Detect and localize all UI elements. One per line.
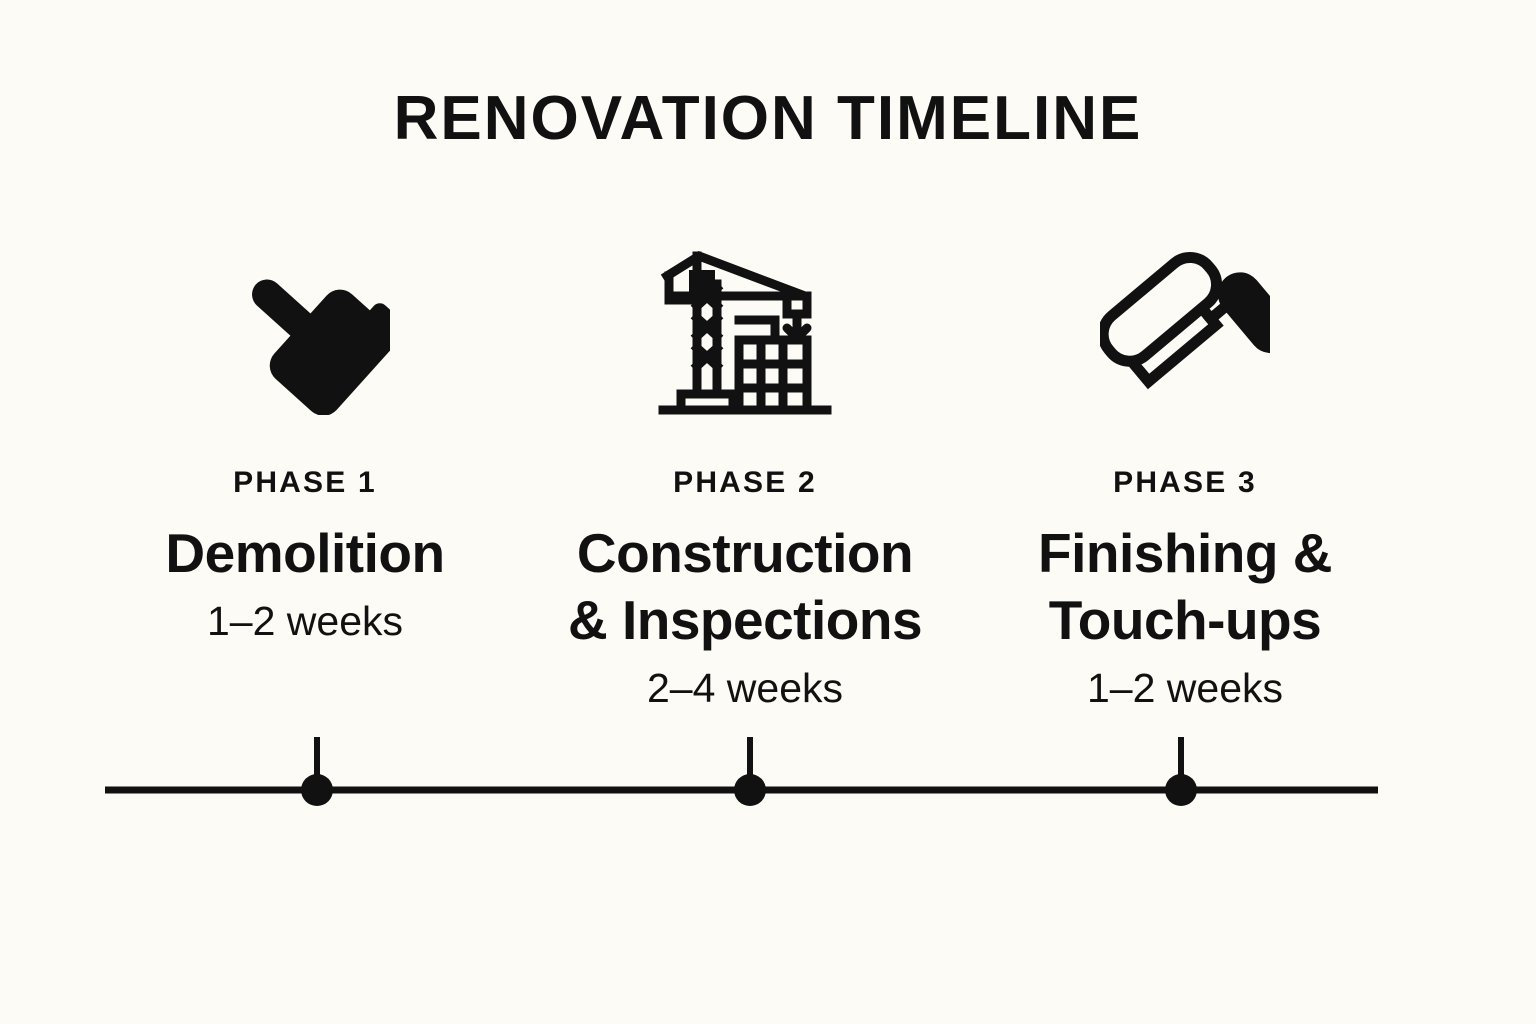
phase-duration-1: 1–2 weeks (206, 598, 403, 645)
phase-label-2: PHASE 2 (673, 466, 817, 499)
phase-list: PHASE 1 Demolition 1–2 weeks (105, 236, 1385, 711)
phase-duration-2: 2–4 weeks (646, 665, 843, 712)
phase-title-line-2: Touch-ups (1048, 589, 1322, 652)
phase-label-3: PHASE 3 (1113, 466, 1257, 499)
marker-phase-3[interactable] (1165, 774, 1197, 806)
phase-title-line-1: Construction (576, 522, 914, 584)
phase-title-line-1: Finishing & (1038, 522, 1332, 584)
page-title: RENOVATION TIMELINE (393, 84, 1143, 153)
phase-card-1: PHASE 1 Demolition 1–2 weeks (105, 236, 505, 644)
phase-card-3: PHASE 3 Finishing & Touch-ups 1–2 weeks (985, 236, 1385, 711)
phase-card-2: PHASE 2 Construction & Inspections 2–4 w… (545, 236, 945, 711)
construction-crane-icon (650, 240, 840, 420)
sledgehammer-icon (210, 242, 400, 422)
phase-title-line-2: & Inspections (567, 589, 923, 652)
phase-label-1: PHASE 1 (233, 466, 377, 499)
phase-duration-3: 1–2 weeks (1086, 665, 1283, 712)
marker-phase-1[interactable] (301, 774, 333, 806)
phase-title-line-1: Demolition (165, 522, 445, 584)
paint-roller-icon (1090, 240, 1280, 420)
phase-title-3: Finishing & Touch-ups (1038, 520, 1332, 654)
phase-title-1: Demolition (165, 520, 445, 587)
phase-title-2: Construction & Inspections (567, 520, 923, 654)
marker-phase-2[interactable] (734, 774, 766, 806)
